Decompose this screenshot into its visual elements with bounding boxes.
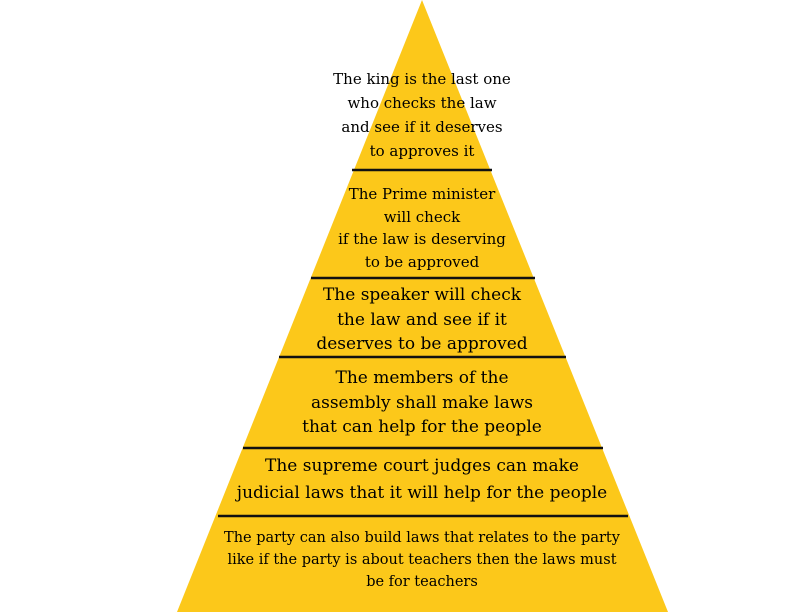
pyramid-shape bbox=[177, 0, 668, 612]
tier-5-label: The supreme court judges can make judici… bbox=[236, 456, 608, 503]
tier-3-label: The speaker will check the law and see i… bbox=[316, 285, 528, 354]
tier-2-label: The Prime minister will check if the law… bbox=[338, 185, 506, 271]
tier-6-label: The party can also build laws that relat… bbox=[224, 530, 620, 590]
tier-4-label: The members of the assembly shall make l… bbox=[302, 368, 542, 437]
tier-1-label: The king is the last one who checks the … bbox=[333, 70, 511, 160]
